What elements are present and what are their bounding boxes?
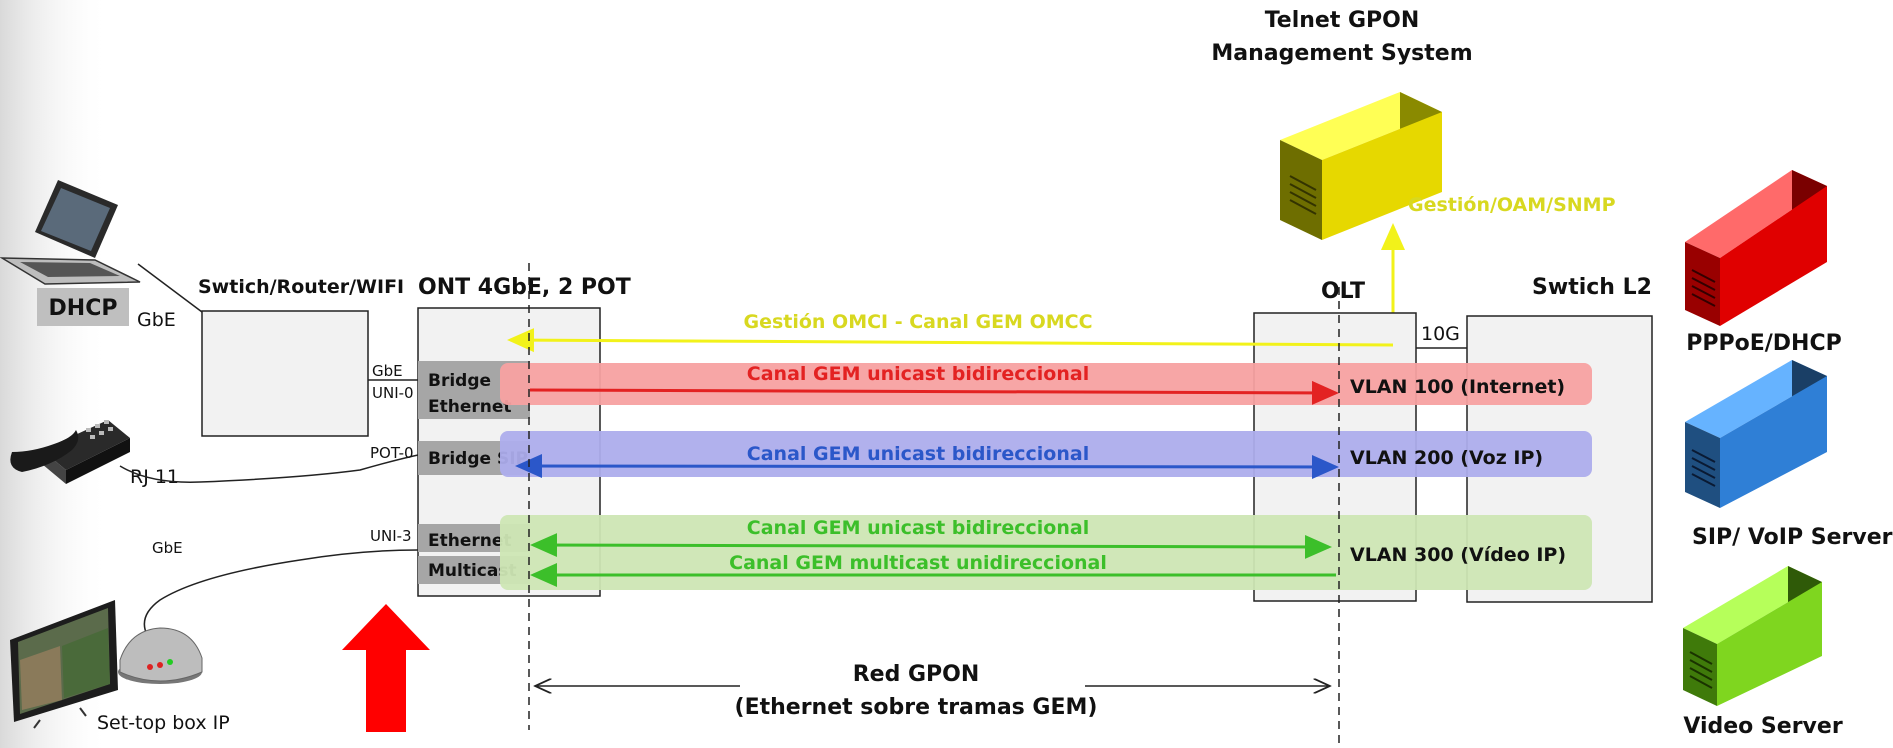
telnet-title-line2: Management System: [1211, 41, 1472, 66]
set-top-box-icon: [118, 627, 203, 684]
canal-unicast-2-label: Canal GEM unicast bidireccional: [747, 443, 1089, 465]
unicast-3-arrow: [530, 533, 1332, 559]
pppoe-label: PPPoE/DHCP: [1686, 331, 1842, 356]
green-server-icon: [1683, 566, 1822, 706]
stb-link: [143, 549, 419, 641]
switch-router-box: [201, 310, 369, 437]
canal-multicast-label: Canal GEM multicast unidireccional: [729, 552, 1107, 574]
canal-unicast-3-label: Canal GEM unicast bidireccional: [747, 517, 1089, 539]
telnet-title-line1: Telnet GPON: [1265, 8, 1420, 33]
red-gpon-label-line2: (Ethernet sobre tramas GEM): [735, 695, 1098, 720]
gbe-stb-label: GbE: [152, 539, 183, 557]
dhcp-label: DHCP: [49, 296, 118, 321]
gbe-port-label: GbE: [372, 362, 403, 380]
ont-title: ONT 4GbE, 2 POT: [418, 275, 631, 300]
dhcp-badge: [37, 288, 129, 326]
unicast-1-arrow: [529, 380, 1339, 405]
sip-server-label: SIP/ VoIP Server: [1692, 525, 1893, 550]
unicast-2-arrow: [515, 454, 1339, 479]
red-gpon-label-line1: Red GPON: [853, 662, 980, 687]
canal-unicast-1-label: Canal GEM unicast bidireccional: [747, 363, 1089, 385]
uni3-label: UNI-3: [370, 527, 412, 545]
ten-g-label: 10G: [1421, 323, 1460, 345]
vlan200-label: VLAN 200 (Voz IP): [1350, 447, 1543, 469]
gestion-snmp-label: Gestión/OAM/SNMP: [1408, 194, 1616, 216]
omci-arrow: [507, 328, 1394, 353]
olt-title: OLT: [1321, 279, 1365, 304]
settop-label: Set-top box IP: [97, 712, 230, 734]
rj11-label: RJ 11: [130, 466, 179, 488]
bridge-ethernet-line2: Ethernet: [428, 397, 512, 417]
switch-l2-title: Swtich L2: [1532, 275, 1652, 300]
yellow-server-icon: [1280, 92, 1442, 240]
tv-icon: [10, 600, 118, 729]
pot0-label: POT-0: [370, 444, 414, 462]
blue-server-icon: [1685, 360, 1827, 508]
bridge-ethernet-line1: Bridge: [428, 371, 491, 391]
telephone-icon: [10, 420, 130, 484]
red-server-icon: [1685, 170, 1827, 326]
multicast-label: Multicast: [428, 561, 517, 581]
uni0-label: UNI-0: [372, 384, 414, 402]
ethernet-label: Ethernet: [428, 531, 512, 551]
gbe-laptop-label: GbE: [137, 309, 176, 331]
vlan300-label: VLAN 300 (Vídeo IP): [1350, 544, 1566, 566]
video-server-label: Video Server: [1683, 714, 1843, 739]
vlan100-label: VLAN 100 (Internet): [1350, 376, 1565, 398]
red-up-arrow-icon: [342, 604, 430, 732]
switch-router-label: Swtich/Router/WIFI: [198, 276, 404, 298]
gestion-omci-label: Gestión OMCI - Canal GEM OMCC: [743, 311, 1092, 333]
laptop-link: [137, 263, 203, 313]
laptop-icon: [0, 180, 141, 285]
phone-link: [119, 454, 419, 483]
